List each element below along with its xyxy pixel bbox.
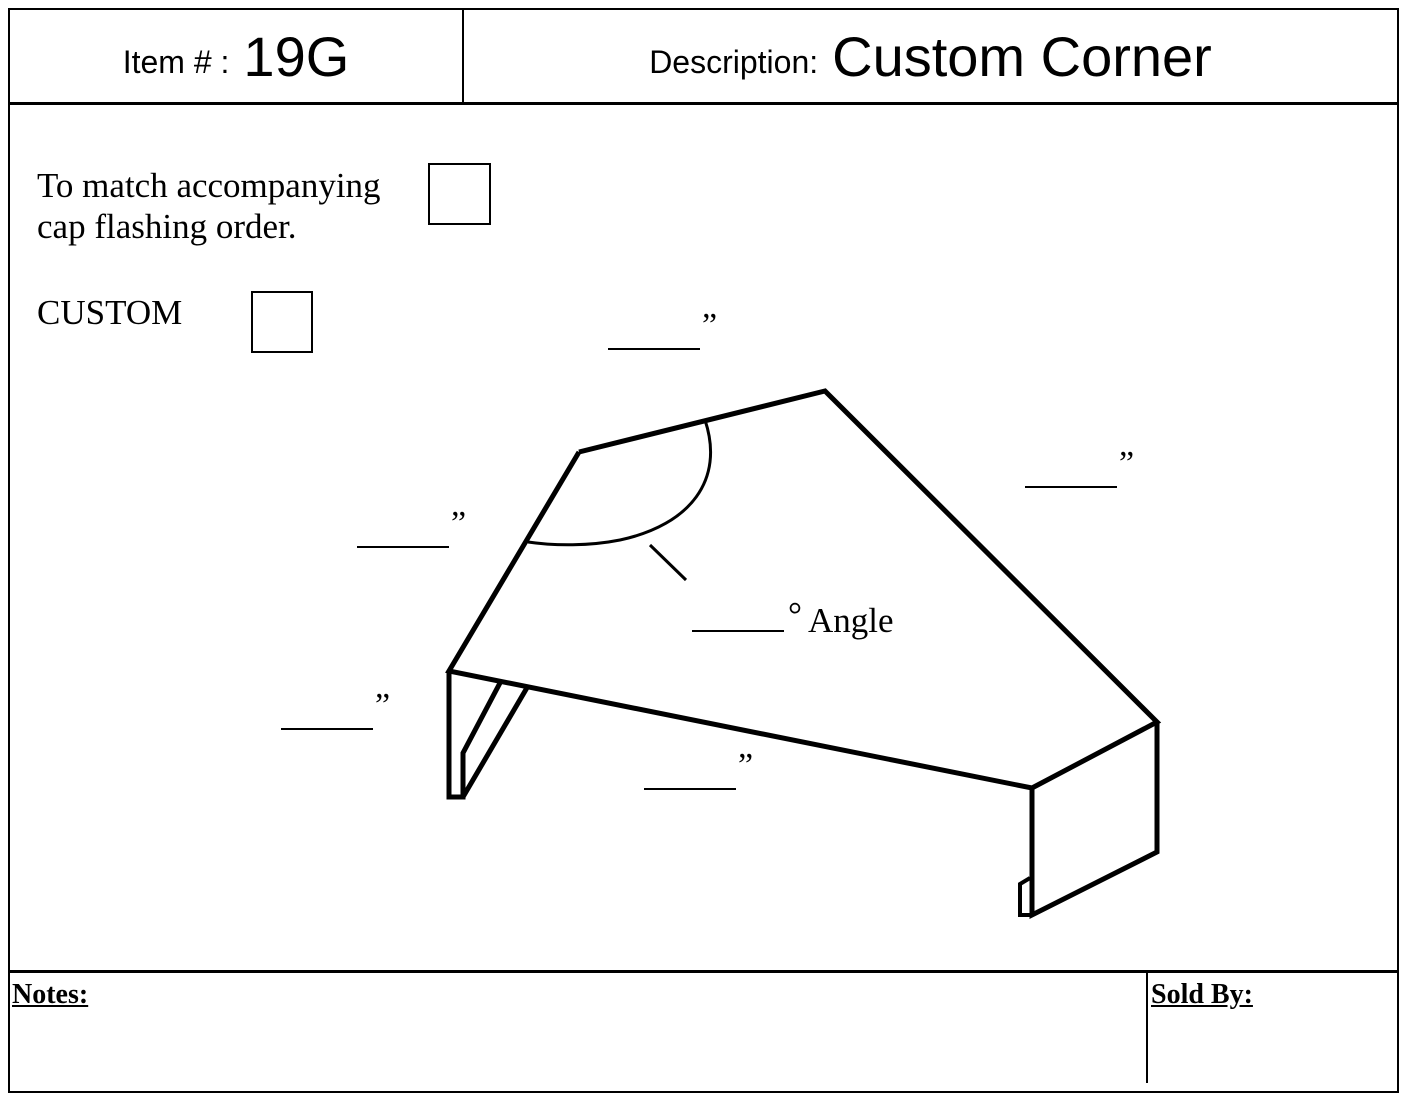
- item-number-value: 19G: [243, 24, 350, 88]
- footer-divider: [1146, 972, 1148, 1083]
- header-divider: [462, 8, 464, 104]
- match-order-checkbox[interactable]: [428, 163, 491, 225]
- inch-mark: ”: [702, 307, 718, 344]
- notes-label: Notes:: [12, 979, 89, 1010]
- description-cell: Description: Custom Corner: [464, 10, 1397, 102]
- footer-top-rule: [8, 970, 1399, 973]
- item-number-cell: Item # : 19G: [10, 10, 462, 102]
- dimension-blank-bottom[interactable]: ”: [644, 747, 753, 799]
- dimension-line: [1025, 458, 1117, 488]
- dimension-blank-left[interactable]: ”: [357, 505, 466, 557]
- dimension-line: [608, 320, 700, 350]
- description-value: Custom Corner: [832, 24, 1212, 88]
- dimension-line: [644, 760, 736, 790]
- inch-mark: ”: [451, 505, 467, 542]
- custom-checkbox[interactable]: [251, 291, 313, 353]
- inch-mark: ”: [1119, 445, 1135, 482]
- match-order-line-1: To match accompanying: [37, 166, 381, 205]
- item-number-label: Item # :: [122, 43, 230, 80]
- angle-line: [692, 600, 784, 632]
- header-row: [8, 8, 1399, 105]
- description-label: Description:: [649, 43, 819, 80]
- dimension-blank-left-leg[interactable]: ”: [281, 687, 390, 739]
- angle-blank[interactable]: °Angle: [692, 595, 894, 641]
- dimension-blank-right[interactable]: ”: [1025, 445, 1134, 497]
- angle-word: Angle: [808, 601, 894, 640]
- dimension-blank-top[interactable]: ”: [608, 307, 717, 359]
- custom-label: CUSTOM: [37, 293, 183, 332]
- dimension-line: [357, 518, 449, 548]
- degree-mark: °: [788, 595, 802, 634]
- sold-by-label: Sold By:: [1151, 979, 1253, 1010]
- match-order-text: To match accompanying cap flashing order…: [37, 165, 417, 247]
- inch-mark: ”: [375, 687, 391, 724]
- dimension-line: [281, 700, 373, 730]
- match-order-line-2: cap flashing order.: [37, 207, 297, 246]
- inch-mark: ”: [738, 747, 754, 784]
